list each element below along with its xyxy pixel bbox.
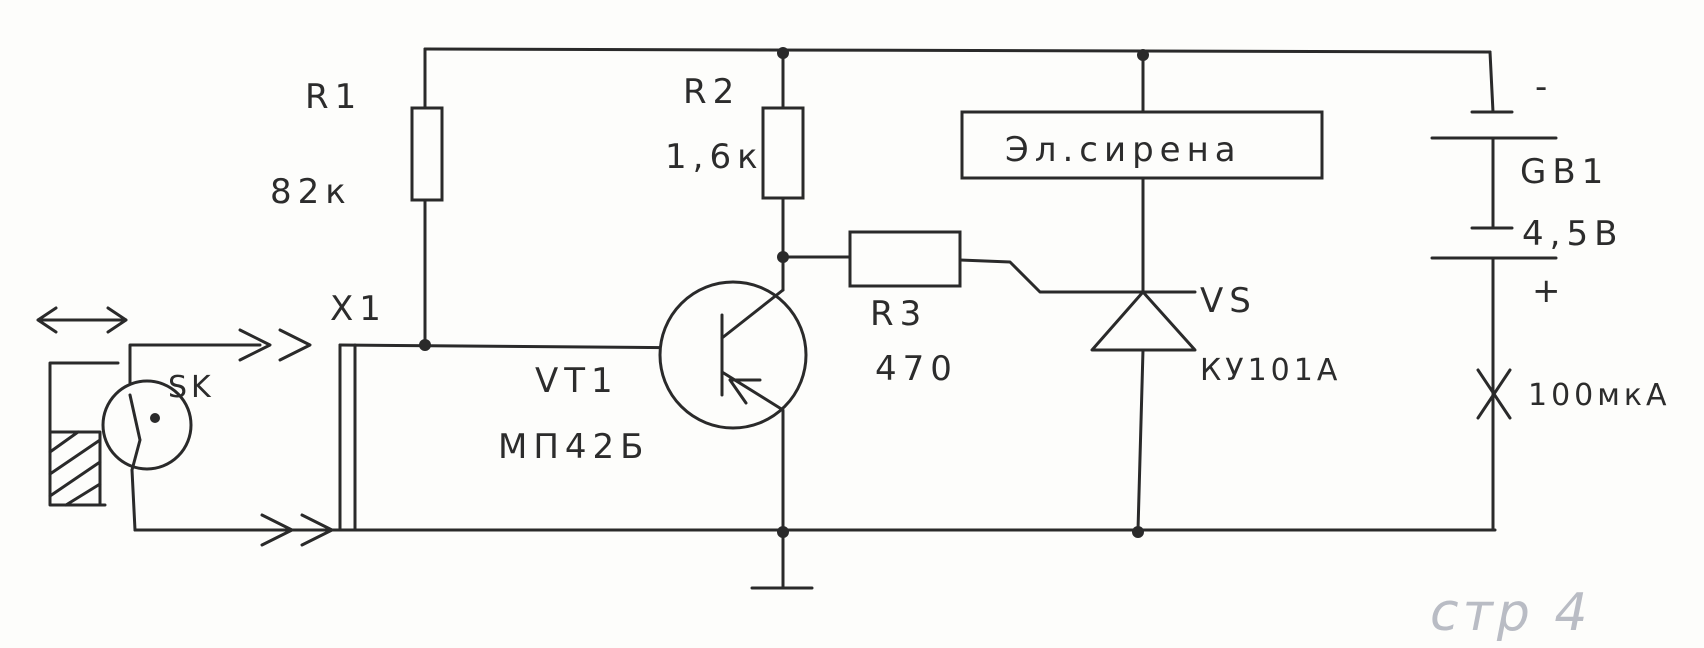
vt1-collector-lead: [720, 288, 785, 340]
r2-value-label: 1,6к: [665, 137, 764, 177]
sk-contact-circle: [101, 379, 193, 471]
vs-thyristor-symbol: [1090, 290, 1197, 352]
plug-arrow-top: [238, 328, 312, 362]
sk-hatched-block: [48, 430, 102, 507]
vt1-type-label: МП42Б: [498, 427, 650, 467]
x1-label: X1: [330, 289, 387, 329]
sk-label: SK: [168, 370, 215, 405]
r3-resistor: [848, 230, 962, 288]
r2-resistor: [761, 106, 805, 200]
gb1-plus-label: +: [1532, 271, 1567, 311]
r3-wire: [781, 255, 1187, 294]
gb1-minus-label: -: [1535, 67, 1553, 107]
vs-type-label: КУ101А: [1200, 353, 1341, 388]
junction-bottom-vs: [1132, 526, 1144, 538]
siren-label: Эл.сирена: [1005, 130, 1242, 170]
vs-name-label: VS: [1200, 281, 1257, 321]
vt1-transistor-body: [658, 280, 808, 430]
base-wire: [338, 343, 708, 350]
vt1-name-label: VT1: [535, 361, 619, 401]
r1-resistor: [410, 106, 444, 202]
gb1-name-label: GB1: [1520, 152, 1609, 192]
sk-wire-top: [128, 343, 262, 397]
sk-contact-point: [150, 413, 160, 423]
meter-value-label: 100мкА: [1528, 378, 1671, 413]
r3-value-label: 470: [875, 349, 958, 389]
sk-bracket: [48, 361, 120, 507]
corner-note-label: стр 4: [1430, 583, 1592, 643]
r1-name-label: R1: [305, 77, 362, 117]
battery-wire: [1488, 50, 1495, 532]
sk-wire-bottom: [130, 468, 264, 532]
r3-name-label: R3: [870, 294, 927, 334]
top-rail-wire: [423, 47, 1492, 54]
junction-top-r2: [777, 47, 789, 59]
plug-arrow-bottom: [260, 513, 334, 547]
junction-emitter: [777, 526, 789, 538]
junction-base: [419, 339, 431, 351]
ground-symbol: [750, 528, 814, 590]
sk-contact-blade: [128, 393, 142, 472]
junction-top-siren: [1137, 49, 1149, 61]
vt1-emitter-arrow: [728, 378, 762, 405]
r1-value-label: 82к: [270, 172, 352, 212]
gb1-value-label: 4,5В: [1522, 214, 1623, 254]
vs-wire: [1136, 348, 1145, 532]
r2-name-label: R2: [683, 72, 740, 112]
battery-plates: [1430, 110, 1558, 260]
move-double-arrow-icon: [36, 306, 128, 334]
siren-box: [960, 110, 1324, 180]
meter-symbol: [1476, 368, 1512, 420]
x1-connector: [338, 343, 357, 532]
vt1-emitter-lead: [720, 370, 785, 532]
